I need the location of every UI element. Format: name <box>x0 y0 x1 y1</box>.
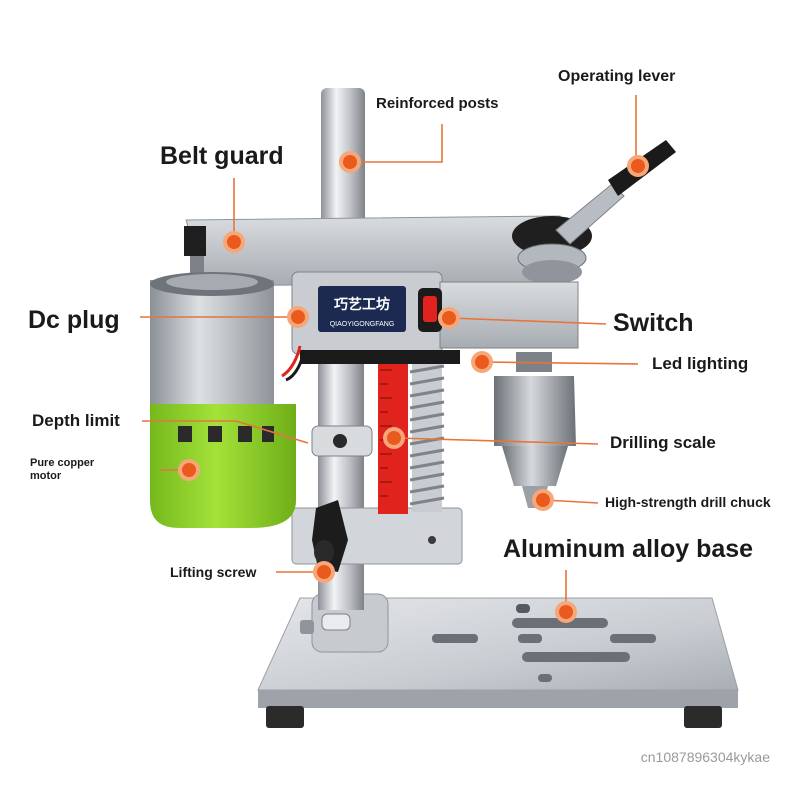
label-high-strength-drill-chuck: High-strength drill chuck <box>605 494 771 510</box>
callout-dots <box>178 151 649 623</box>
label-reinforced-posts: Reinforced posts <box>376 95 499 112</box>
nameplate-cn: 巧艺工坊 <box>334 296 390 313</box>
callout-lines <box>140 95 639 612</box>
callout-dot <box>555 601 577 623</box>
label-aluminum-alloy-base: Aluminum alloy base <box>503 535 754 563</box>
depth-limit-collar <box>311 425 373 457</box>
callout-dot <box>223 231 245 253</box>
callout-dot <box>532 489 554 511</box>
callout-dot <box>383 427 405 449</box>
label-depth-limit: Depth limit <box>32 411 120 430</box>
callout-dot <box>287 306 309 328</box>
label-pure-copper-motor: Pure copper motor <box>30 457 95 482</box>
drill-chuck <box>494 352 576 508</box>
watermark: cn1087896304kykae <box>640 749 770 765</box>
nameplate-en: QIAOYIGONGFANG <box>330 321 395 328</box>
label-dc-plug: Dc plug <box>28 306 120 334</box>
callout-dot <box>313 561 335 583</box>
motor <box>150 272 306 528</box>
operating-lever <box>555 140 676 245</box>
label-drilling-scale: Drilling scale <box>610 433 716 452</box>
callout-dot <box>178 459 200 481</box>
callout-dot <box>627 155 649 177</box>
callout-dot <box>471 351 493 373</box>
label-belt-guard: Belt guard <box>160 142 284 170</box>
label-lifting-screw: Lifting screw <box>170 564 257 580</box>
callout-dot <box>438 307 460 329</box>
label-switch: Switch <box>613 309 694 337</box>
lifting-carriage <box>291 500 463 572</box>
head-housing <box>291 271 579 364</box>
lead-spring <box>409 362 445 512</box>
belt-guard-arm <box>184 215 563 287</box>
label-operating-lever: Operating lever <box>558 68 676 85</box>
callout-dot <box>339 151 361 173</box>
label-led-lighting: Led lighting <box>652 354 749 373</box>
pulley-cap <box>512 216 592 284</box>
